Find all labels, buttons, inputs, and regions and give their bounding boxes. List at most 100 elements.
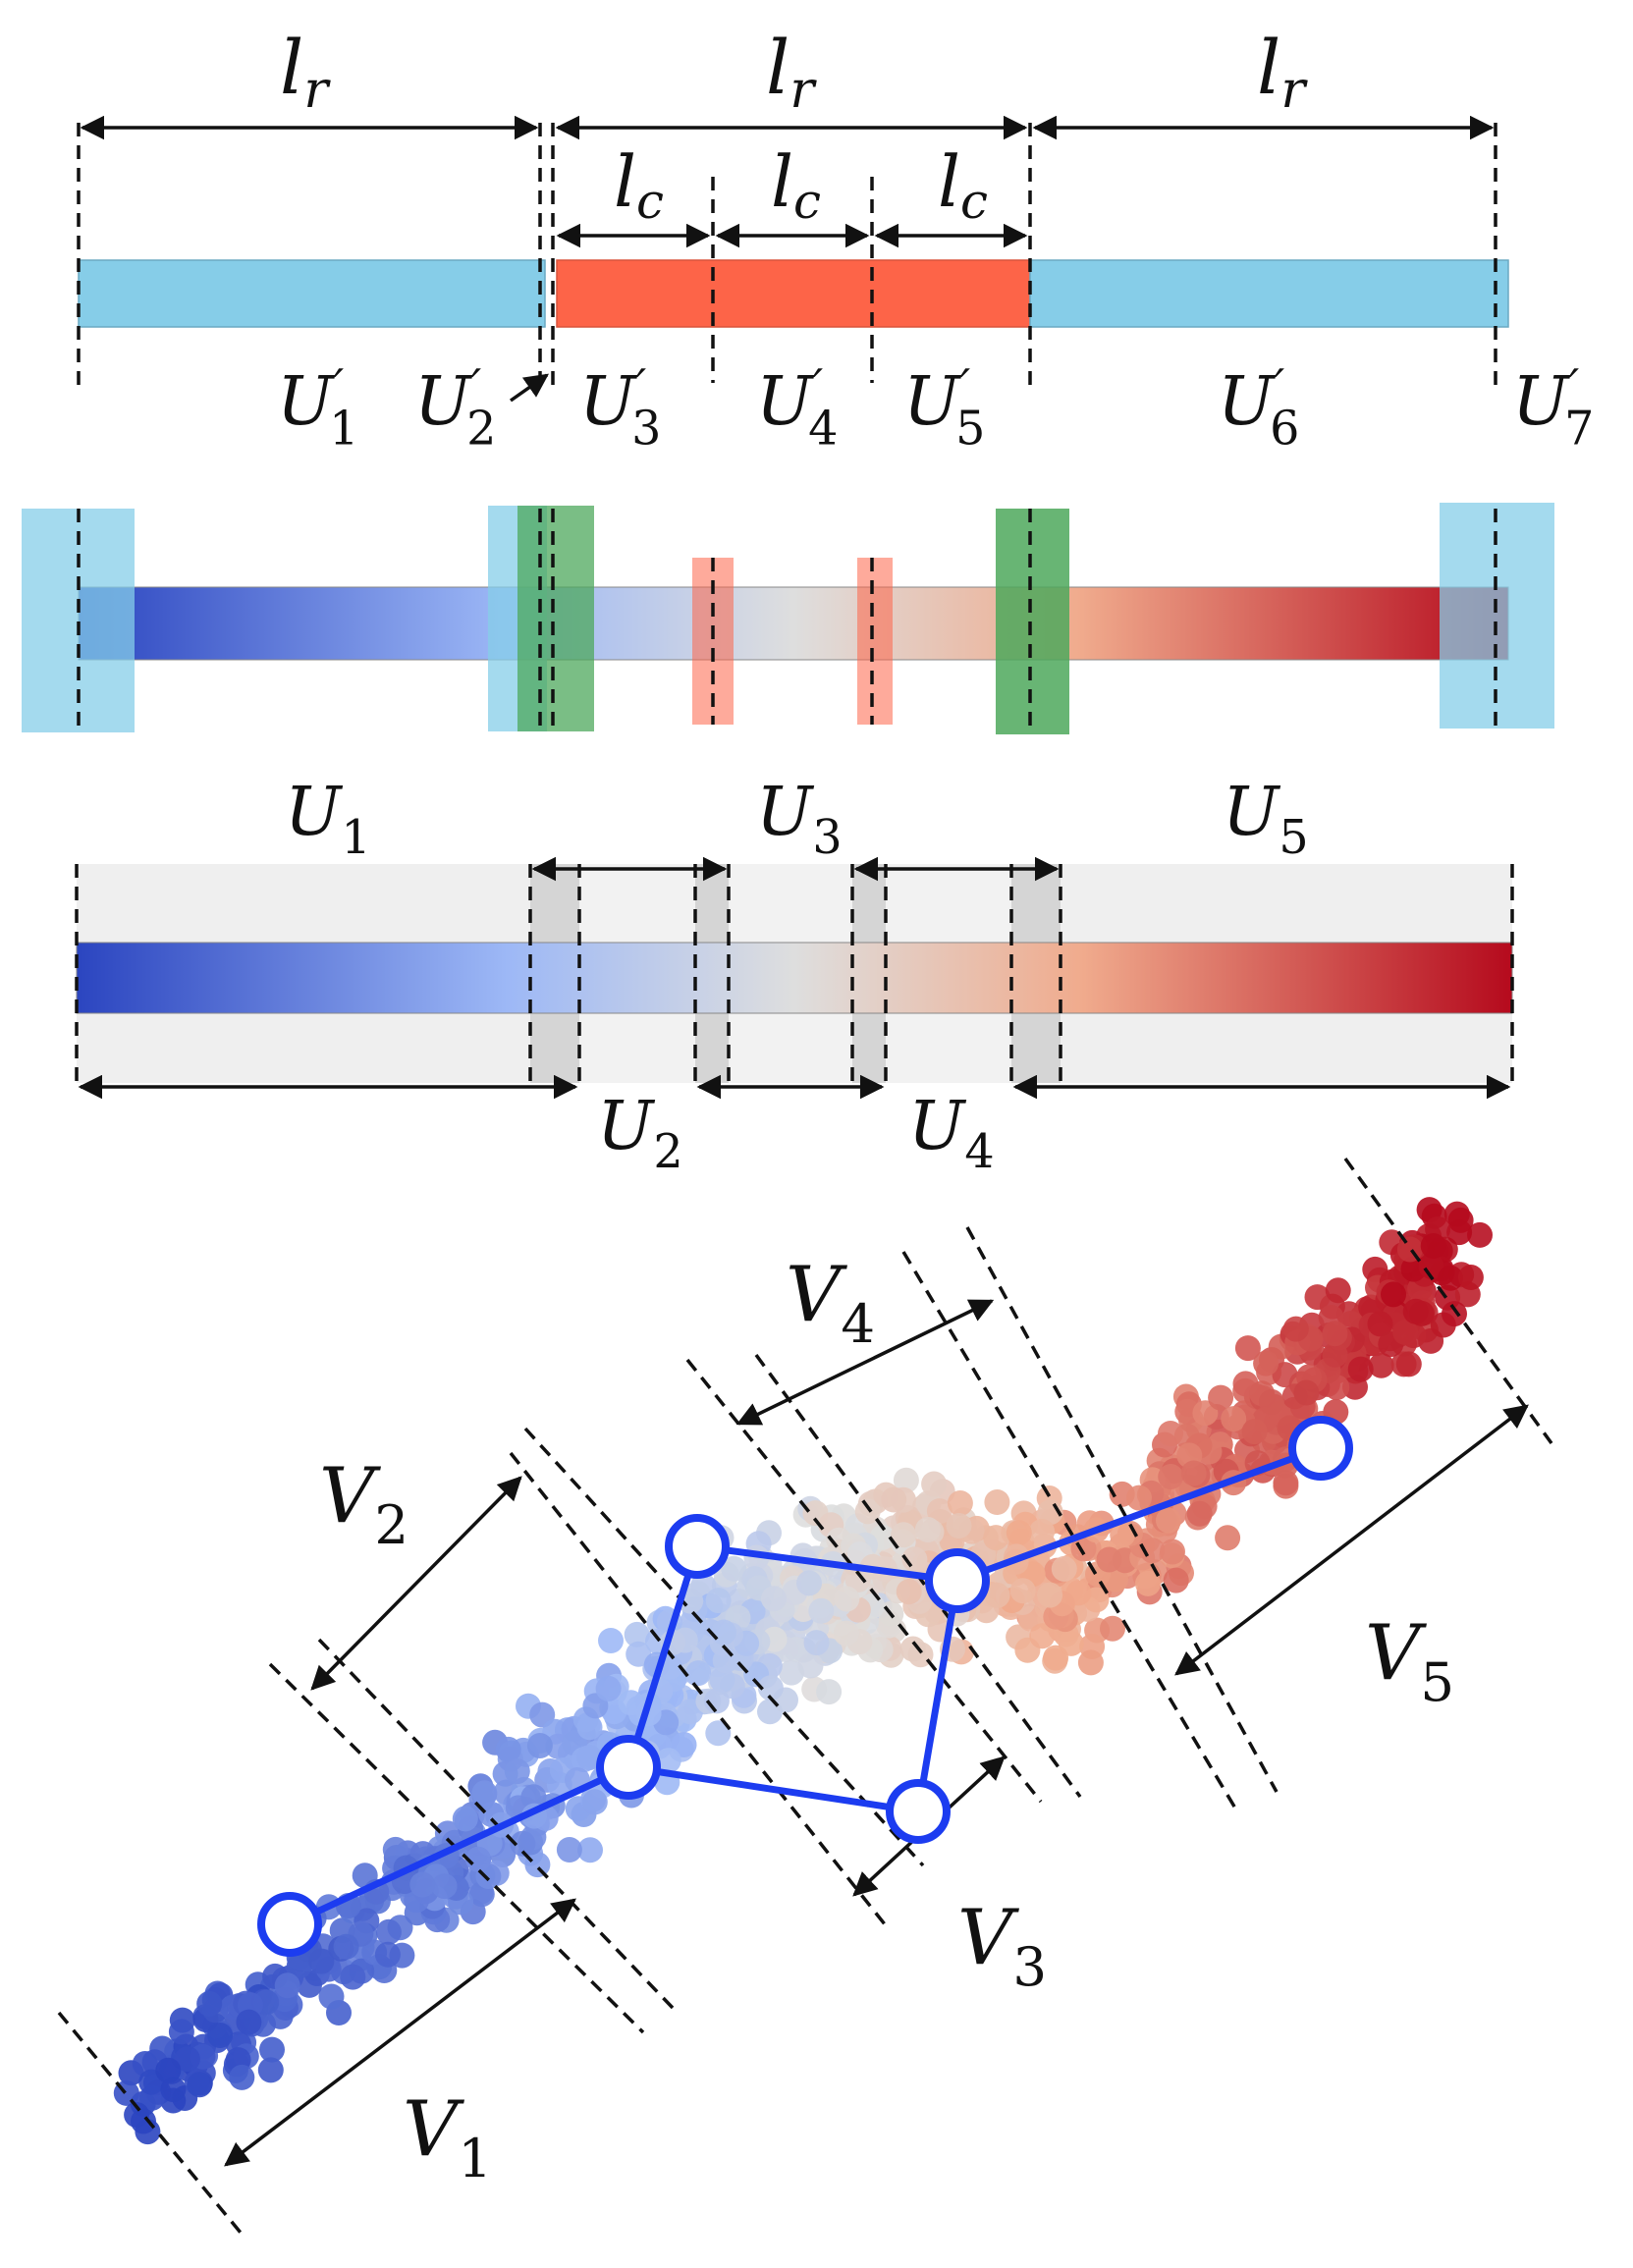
graph-node-2 (596, 1735, 661, 1800)
u-prime-label-7: U′7 (1512, 360, 1594, 456)
data-point (1253, 1350, 1279, 1377)
data-point (581, 1789, 608, 1815)
data-point (1416, 1197, 1442, 1223)
data-point (1347, 1356, 1374, 1382)
overlap-boundary-lines (77, 509, 1497, 731)
data-point (833, 1620, 859, 1647)
gradient-bar-3 (76, 942, 1513, 1014)
data-point (1273, 1470, 1299, 1496)
data-point (797, 1652, 824, 1679)
data-point (1241, 1419, 1268, 1445)
data-point (1418, 1253, 1444, 1279)
data-point (431, 1873, 458, 1900)
data-point (465, 1846, 491, 1872)
data-point (1368, 1352, 1394, 1378)
data-point (274, 1972, 300, 1999)
data-point (712, 1647, 738, 1674)
data-point (1096, 1546, 1122, 1573)
pullback-arrows (78, 856, 1511, 1100)
data-point (333, 1933, 359, 1960)
graph-node-5 (886, 1779, 951, 1844)
data-point (595, 1675, 622, 1701)
graph-edge-5 (914, 1580, 961, 1812)
data-point (1158, 1421, 1183, 1446)
data-point (914, 1517, 941, 1542)
data-point (1156, 1507, 1181, 1534)
data-point (1126, 1485, 1152, 1511)
pullback-boundary-lines (75, 864, 1514, 1085)
data-point (984, 1582, 1010, 1608)
u-label-5: U5 (1223, 774, 1309, 865)
data-point (1457, 1265, 1484, 1290)
data-point (899, 1636, 926, 1662)
data-point (471, 1780, 498, 1807)
graph-node-3 (665, 1514, 730, 1579)
graph-node-1 (257, 1892, 322, 1957)
mapper-graph (257, 1416, 1353, 1957)
data-point (1006, 1520, 1032, 1546)
data-point (1009, 1578, 1036, 1604)
data-point (375, 1918, 402, 1945)
lc-label-3: lc (938, 140, 988, 230)
graph-node-4 (925, 1548, 990, 1613)
data-point (236, 2009, 262, 2035)
data-point (495, 1736, 521, 1762)
data-point (1282, 1316, 1309, 1342)
data-point (259, 2036, 285, 2063)
data-point (452, 1806, 478, 1832)
data-point (340, 1964, 366, 1990)
gradient-bar-2 (78, 586, 1509, 661)
graph-edge-4 (627, 1763, 919, 1815)
cover-bar-right (1029, 259, 1509, 328)
cluster-arrows (224, 1299, 1529, 2167)
data-point (1381, 1281, 1406, 1308)
data-point (984, 1489, 1010, 1515)
overlap-green-1 (517, 506, 594, 731)
data-point (577, 1837, 603, 1863)
data-point (1392, 1320, 1419, 1345)
u-label-4: U4 (908, 1088, 995, 1179)
lr-label-2: lr (766, 24, 817, 120)
data-point (705, 1720, 732, 1747)
data-point (556, 1837, 582, 1863)
data-point (896, 1579, 922, 1605)
data-point (409, 1871, 436, 1898)
overlap-green-2 (996, 509, 1069, 734)
u-prime-label-5: U′5 (903, 360, 985, 456)
v-label-2: V2 (319, 1452, 408, 1556)
u-prime-label-3: U′3 (579, 360, 661, 456)
data-point (510, 1830, 536, 1857)
data-point (598, 1628, 624, 1653)
u-label-1: U1 (285, 774, 371, 865)
lc-label-1: lc (614, 140, 664, 230)
data-point (947, 1490, 973, 1516)
data-point (1180, 1460, 1207, 1486)
data-point (1367, 1311, 1393, 1337)
data-point (1234, 1335, 1261, 1362)
v-label-4: V4 (786, 1251, 875, 1355)
u2-prime-pointer (509, 373, 550, 403)
data-point (1029, 1623, 1056, 1649)
data-point (187, 2072, 213, 2098)
data-point (520, 1784, 547, 1810)
data-point (576, 1714, 603, 1741)
data-point (1293, 1379, 1320, 1406)
data-point (1135, 1570, 1161, 1596)
u-prime-label-6: U′6 (1218, 360, 1299, 456)
length-arrows (80, 115, 1495, 248)
data-point (761, 1586, 787, 1612)
data-point (1395, 1351, 1422, 1377)
data-point (1442, 1301, 1467, 1327)
graph-edge-6 (955, 1444, 1323, 1585)
data-point (624, 1621, 650, 1647)
data-point (1304, 1284, 1331, 1311)
graph-edge-3 (696, 1542, 958, 1585)
u-prime-label-4: U′4 (756, 360, 838, 456)
data-point (808, 1597, 835, 1624)
